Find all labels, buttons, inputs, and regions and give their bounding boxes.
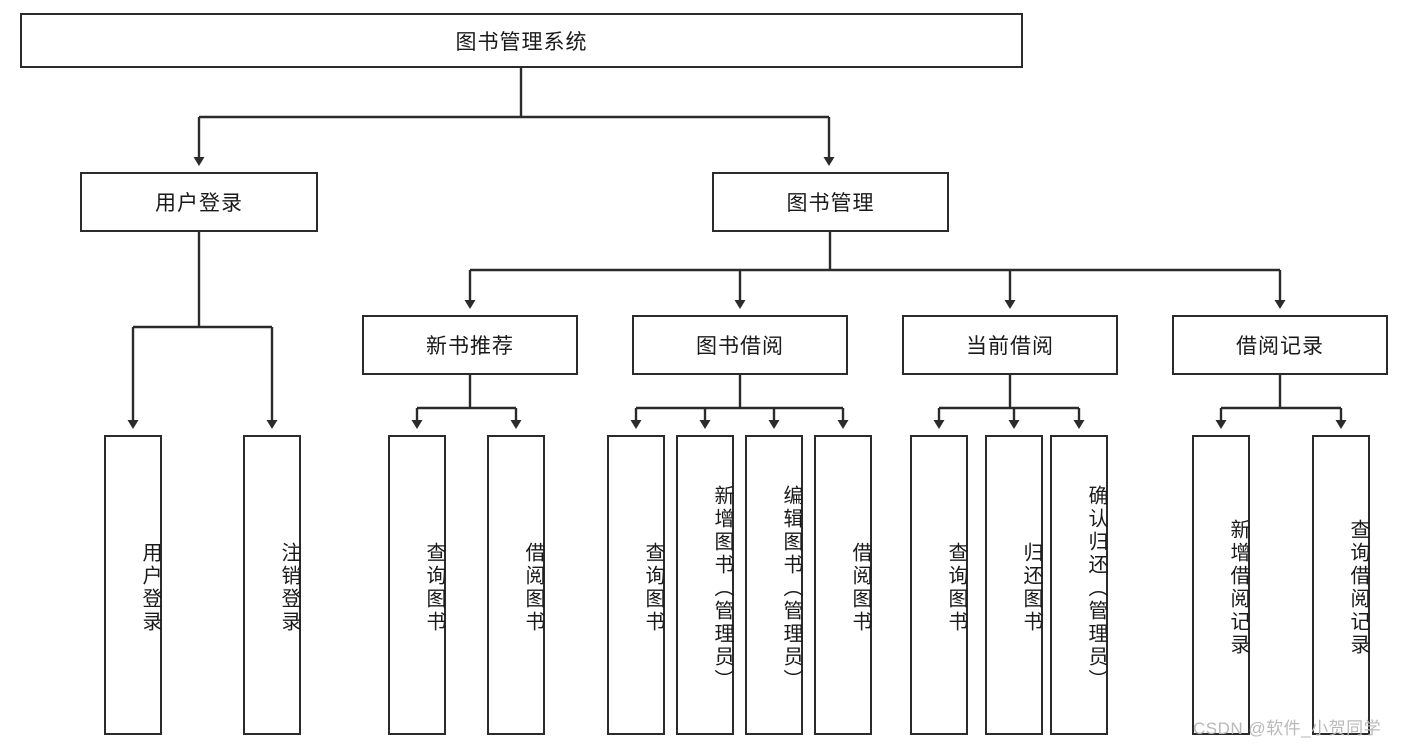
- node-book-borrow-label: 图书借阅: [696, 335, 784, 358]
- node-user-login-label: 用户登录: [155, 192, 243, 215]
- leaf-node[interactable]: 借阅图书: [487, 435, 545, 735]
- leaf-node[interactable]: 注销登录: [243, 435, 301, 735]
- leaf-node[interactable]: 新增借阅记录: [1192, 435, 1250, 735]
- leaf-node[interactable]: 编辑图书（管理员）: [745, 435, 803, 735]
- leaf-node[interactable]: 新增图书（管理员）: [676, 435, 734, 735]
- leaf-node-label: 借阅图书: [522, 542, 544, 634]
- leaf-node-label: 用户登录: [139, 542, 161, 634]
- node-root[interactable]: 图书管理系统: [20, 13, 1023, 68]
- watermark: CSDN @软件_小贺同学: [1193, 719, 1382, 738]
- leaf-node-label: 编辑图书（管理员）: [780, 484, 802, 692]
- leaf-node[interactable]: 查询借阅记录: [1312, 435, 1370, 735]
- node-current-borrow[interactable]: 当前借阅: [902, 315, 1118, 375]
- node-borrow-records[interactable]: 借阅记录: [1172, 315, 1388, 375]
- leaf-node-label: 查询图书: [423, 542, 445, 634]
- leaf-node[interactable]: 借阅图书: [814, 435, 872, 735]
- node-current-borrow-label: 当前借阅: [966, 335, 1054, 358]
- node-book-management[interactable]: 图书管理: [712, 172, 949, 232]
- node-borrow-records-label: 借阅记录: [1236, 335, 1324, 358]
- leaf-node-label: 归还图书: [1020, 542, 1042, 634]
- leaf-node[interactable]: 查询图书: [910, 435, 968, 735]
- node-book-management-label: 图书管理: [786, 192, 875, 215]
- leaf-node-label: 新增图书（管理员）: [711, 484, 733, 692]
- node-user-login[interactable]: 用户登录: [80, 172, 318, 232]
- leaf-node-label: 查询借阅记录: [1347, 519, 1369, 657]
- leaf-node[interactable]: 查询图书: [388, 435, 446, 735]
- leaf-node-label: 借阅图书: [849, 542, 871, 634]
- leaf-node[interactable]: 查询图书: [607, 435, 665, 735]
- node-new-book-recommend-label: 新书推荐: [426, 335, 514, 358]
- leaf-node-label: 新增借阅记录: [1227, 519, 1249, 657]
- leaf-node[interactable]: 归还图书: [985, 435, 1043, 735]
- node-new-book-recommend[interactable]: 新书推荐: [362, 315, 578, 375]
- leaf-node-label: 查询图书: [945, 542, 967, 634]
- leaf-node[interactable]: 确认归还（管理员）: [1050, 435, 1108, 735]
- leaf-node[interactable]: 用户登录: [104, 435, 162, 735]
- node-book-borrow[interactable]: 图书借阅: [632, 315, 848, 375]
- leaf-node-label: 注销登录: [278, 542, 300, 634]
- leaf-node-label: 查询图书: [642, 542, 664, 634]
- node-root-label: 图书管理系统: [455, 30, 588, 54]
- leaf-node-label: 确认归还（管理员）: [1085, 484, 1107, 692]
